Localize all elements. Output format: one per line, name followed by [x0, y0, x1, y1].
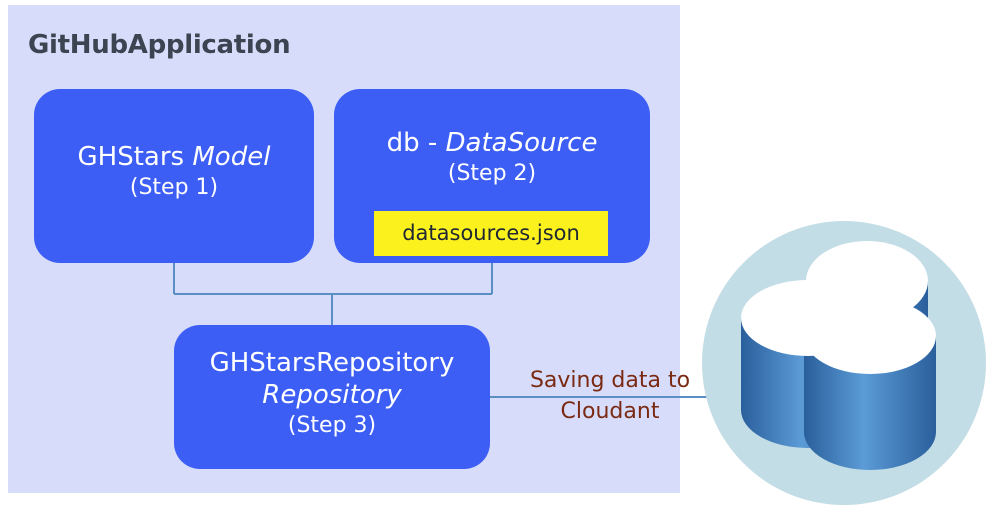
repository-kind-line: Repository — [174, 379, 490, 411]
model-kind: Model — [192, 142, 271, 172]
datasource-file-label: datasources.json — [374, 211, 608, 256]
database-cylinder-icon — [702, 221, 986, 505]
save-label-line1: Saving data to — [529, 368, 691, 393]
datasource-name: db - — [386, 128, 446, 158]
repository-kind: Repository — [262, 380, 402, 410]
datasource-title: db - DataSource — [334, 127, 650, 159]
datasource-kind: DataSource — [445, 128, 598, 158]
repository-box: GHStarsRepository Repository (Step 3) — [174, 325, 490, 469]
tree-connector — [173, 263, 493, 325]
cloudant-save-label: Saving data to Cloudant — [505, 365, 715, 427]
model-name: GHStars — [77, 142, 185, 172]
datasource-step: (Step 2) — [447, 161, 537, 186]
repository-step: (Step 3) — [287, 413, 377, 438]
model-box: GHStars Model (Step 1) — [34, 89, 314, 263]
save-label-line2: Cloudant — [560, 399, 660, 424]
model-title: GHStars Model — [34, 141, 314, 173]
repository-name: GHStarsRepository — [209, 348, 455, 378]
application-title: GitHubApplication — [28, 30, 291, 60]
model-step: (Step 1) — [129, 175, 219, 200]
